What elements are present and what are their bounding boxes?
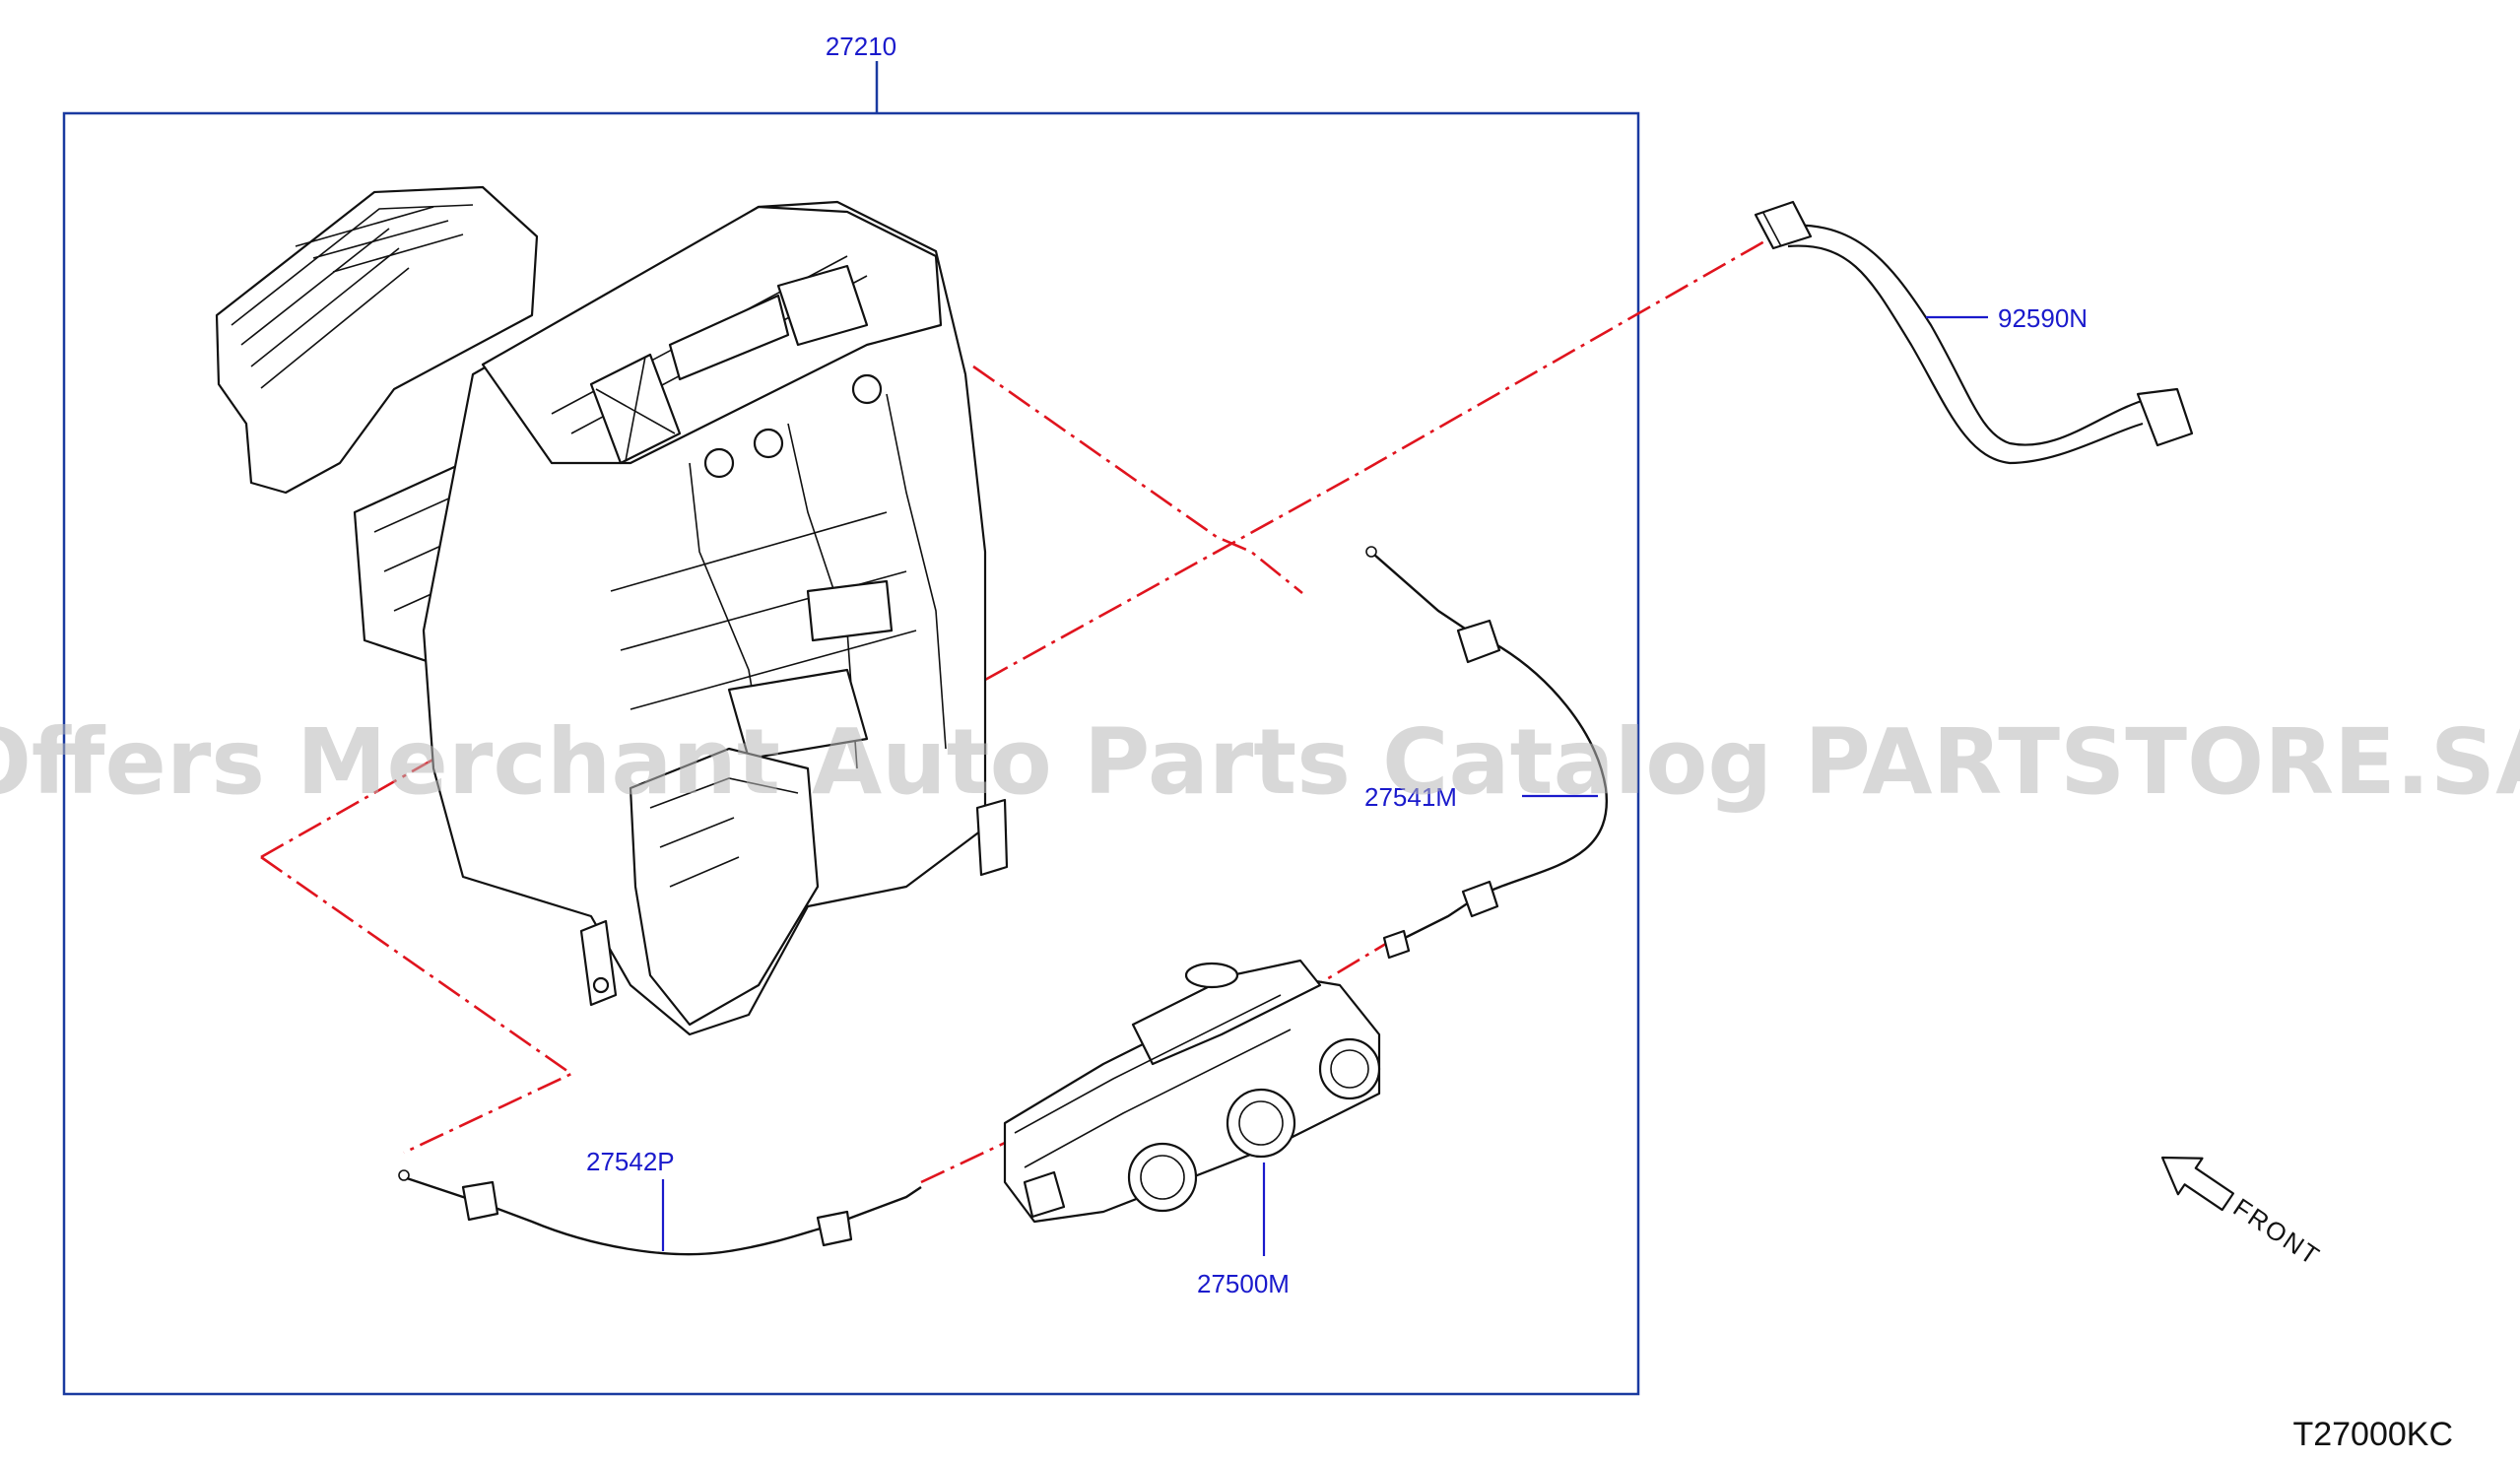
part-label-27541M[interactable]: 27541M: [1364, 782, 1457, 812]
heater-unit-illustration: [215, 185, 1009, 1036]
front-direction-label: FRONT: [2228, 1192, 2326, 1272]
control-cable-27542P: [398, 1169, 922, 1256]
control-panel-27500M: [1003, 959, 1381, 1224]
part-label-27542P[interactable]: 27542P: [586, 1147, 675, 1176]
group-label[interactable]: 27210: [826, 32, 896, 61]
control-cable-27541M: [1365, 546, 1609, 960]
diagram-code: T27000KC: [2292, 1416, 2453, 1453]
arrow-icon: [2160, 1156, 2235, 1212]
watermark-text: Offers Merchant Auto Parts Catalog PARTS…: [0, 709, 2520, 815]
part-label-92590N[interactable]: 92590N: [1998, 303, 2088, 333]
heater-hose-92590N: [1754, 200, 2194, 465]
assembly-frame: [62, 61, 1640, 1396]
part-label-27500M[interactable]: 27500M: [1197, 1269, 1290, 1298]
